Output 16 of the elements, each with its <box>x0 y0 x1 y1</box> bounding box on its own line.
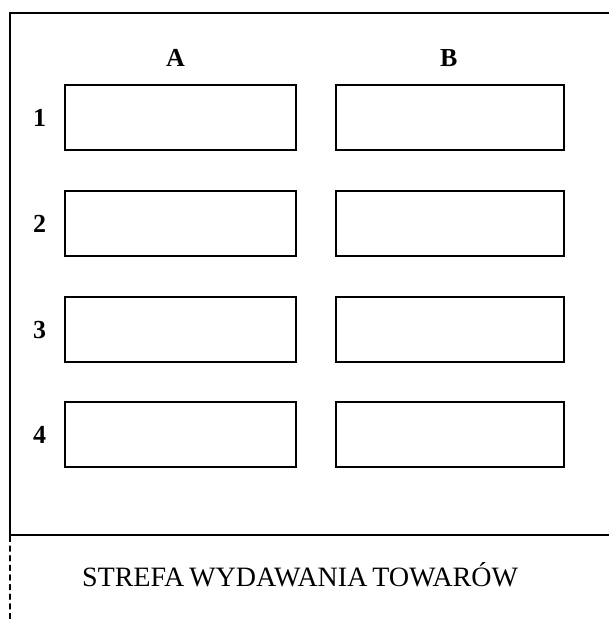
zone-title: STREFA WYDAWANIA TOWARÓW <box>82 562 518 594</box>
row-label: 4 <box>33 422 46 448</box>
storage-slot <box>335 296 565 363</box>
hall-outline <box>9 12 609 536</box>
storage-slot <box>335 190 565 257</box>
row-label: 2 <box>33 211 46 237</box>
storage-slot <box>64 190 297 257</box>
storage-slot <box>64 401 297 468</box>
row-label: 3 <box>33 317 46 343</box>
column-label: A <box>166 45 185 71</box>
storage-slot <box>64 84 297 151</box>
storage-slot <box>335 84 565 151</box>
storage-slot <box>335 401 565 468</box>
storage-slot <box>64 296 297 363</box>
row-label: 1 <box>33 105 46 131</box>
column-label: B <box>440 45 458 71</box>
